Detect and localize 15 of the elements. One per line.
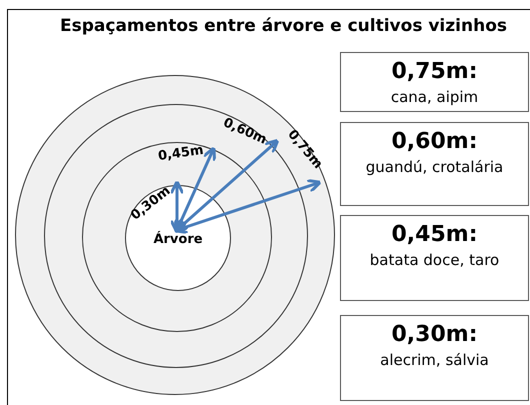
spacing-value: 0,30m:: [390, 322, 478, 347]
text-box: [340, 52, 529, 112]
crop-names: alecrim, sálvia: [379, 351, 490, 369]
spacing-value: 0,60m:: [390, 129, 478, 154]
dimension-label: 0,45m: [157, 142, 204, 164]
text-box: [340, 122, 529, 206]
title: Espaçamentos entre árvore e cultivos vizinhos: [60, 16, 507, 36]
text-box: [340, 215, 529, 301]
text-box: [340, 315, 529, 401]
spacing-value: 0,45m:: [390, 222, 478, 247]
crop-names: guandú, crotalária: [364, 158, 504, 176]
crop-names: cana, aipim: [390, 88, 480, 106]
spacing-value: 0,75m:: [390, 59, 478, 84]
crop-names: batata doce, taro: [368, 251, 500, 269]
tree-label: Árvore: [152, 232, 204, 247]
